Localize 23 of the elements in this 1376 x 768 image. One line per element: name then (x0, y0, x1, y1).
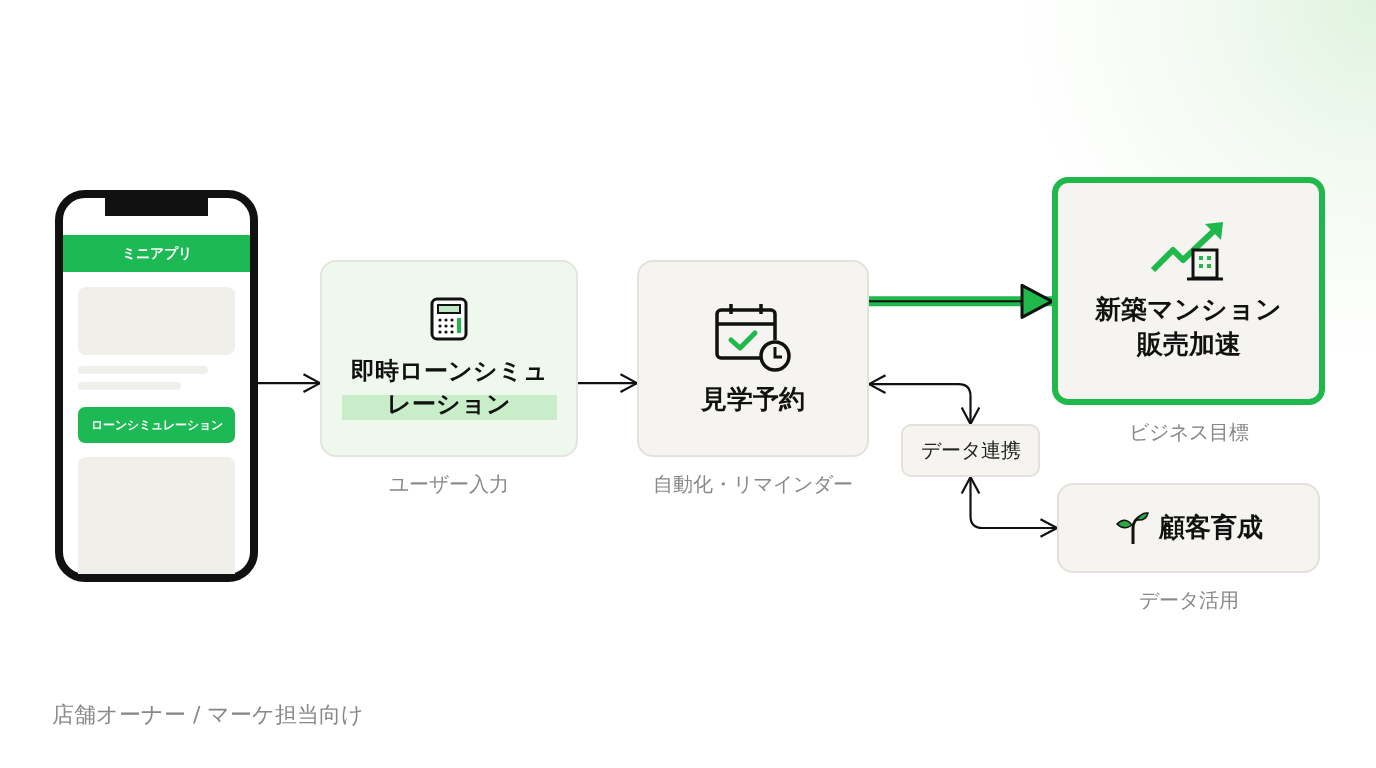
loan-simulation-button: ローンシミュレーション (78, 407, 235, 443)
card-title: 新築マンション販売加速 (1094, 292, 1283, 361)
card-title: 顧客育成 (1158, 511, 1263, 545)
phone-drawing (55, 190, 258, 582)
card-title: 見学予約 (700, 382, 806, 416)
card (320, 260, 578, 457)
audience-note: 店舗オーナー / マーケ担当向け (52, 701, 365, 729)
arrow (867, 374, 981, 426)
arrow (258, 373, 322, 394)
app-header: ミニアプリ (63, 235, 250, 272)
card (637, 260, 869, 457)
node-label: データ活用 (1137, 587, 1240, 614)
box-label: データ連携 (920, 437, 1021, 464)
card (1052, 177, 1325, 405)
node-label: 自動化・リマインダー (652, 471, 854, 498)
card-title: 即時ローンシミュレーション (341, 355, 557, 420)
card (1057, 483, 1320, 573)
node-label: ユーザー入力 (388, 471, 510, 498)
arrow (868, 283, 1054, 319)
node-label: ビジネス目標 (1127, 419, 1250, 446)
arrow (578, 373, 639, 394)
arrow (960, 475, 1059, 538)
tag-box (901, 424, 1040, 477)
